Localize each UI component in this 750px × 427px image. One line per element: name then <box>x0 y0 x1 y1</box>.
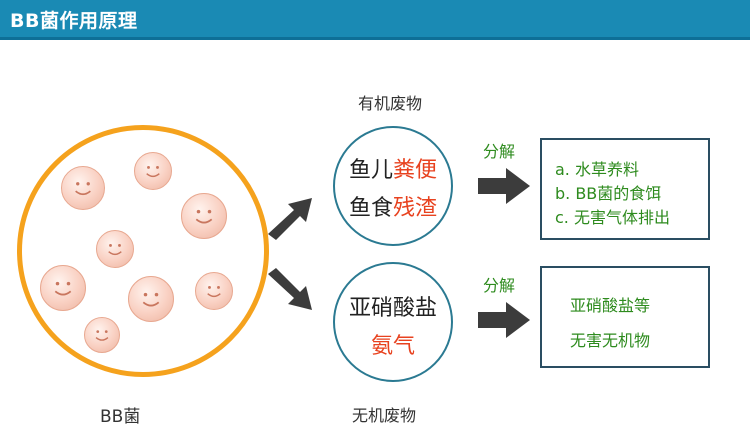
header-bar: BB菌作用原理 <box>0 0 750 40</box>
bacteria-bubble <box>96 230 134 268</box>
arrow-right-icon <box>478 302 530 338</box>
bacteria-bubble <box>134 152 172 190</box>
inorganic-line2: 氨气 <box>370 334 415 359</box>
inorganic-waste-label: 无机废物 <box>352 406 417 425</box>
organic-line2-black: 鱼食 <box>348 196 393 221</box>
organic-line1-red: 粪便 <box>393 158 438 183</box>
bacteria-label: BB菌 <box>100 407 141 427</box>
inorganic-waste-circle: 亚硝酸盐 氨气 <box>333 262 453 382</box>
result-top-item: c. 无害气体排出 <box>555 208 670 227</box>
organic-waste-circle: 鱼儿粪便 鱼食残渣 <box>333 126 453 246</box>
organic-line1-black: 鱼儿 <box>348 158 393 183</box>
result-box-bottom: 亚硝酸盐等 无害无机物 <box>540 266 710 368</box>
result-bottom-item: 亚硝酸盐等 <box>570 296 651 315</box>
arrow-down-right-icon <box>268 268 312 310</box>
decompose-label-bottom: 分解 <box>483 276 516 295</box>
result-top-item: b. BB菌的食饵 <box>555 184 662 203</box>
result-top-item: a. 水草养料 <box>555 160 639 179</box>
bacteria-bubble <box>40 265 86 311</box>
arrow-right-icon <box>478 168 530 204</box>
arrow-up-right-icon <box>268 198 312 240</box>
organic-waste-label: 有机废物 <box>358 94 423 113</box>
page-title: BB菌作用原理 <box>10 10 138 32</box>
organic-line2-red: 残渣 <box>393 196 438 221</box>
inorganic-line1: 亚硝酸盐 <box>348 296 437 321</box>
bacteria-bubble <box>84 317 120 353</box>
bacteria-bubble <box>128 276 174 322</box>
bacteria-bubble <box>181 193 227 239</box>
result-box-top: a. 水草养料 b. BB菌的食饵 c. 无害气体排出 <box>540 138 710 240</box>
bacteria-bubble <box>195 272 233 310</box>
decompose-label-top: 分解 <box>483 142 516 161</box>
result-bottom-item: 无害无机物 <box>570 331 651 350</box>
bacteria-bubble <box>61 166 105 210</box>
